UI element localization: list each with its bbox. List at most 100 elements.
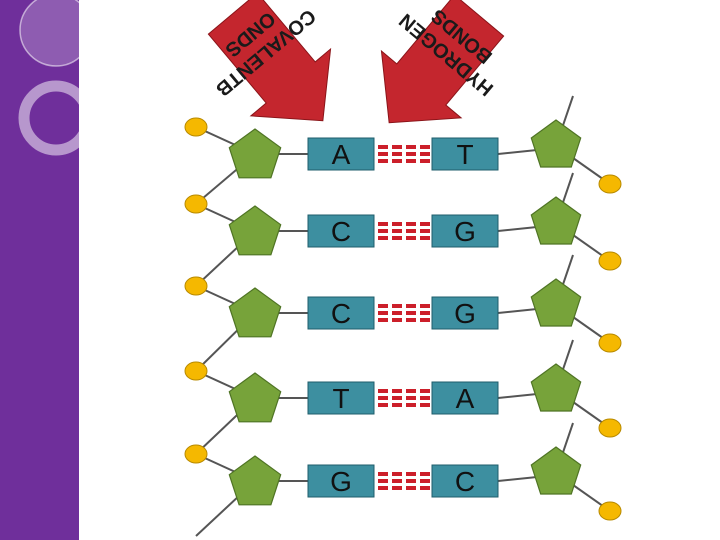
hydrogen-bond-dash bbox=[378, 236, 388, 240]
base-left-box bbox=[307, 381, 375, 415]
hydrogen-bond-dash bbox=[392, 403, 402, 407]
circle-icon bbox=[184, 117, 208, 137]
base-right-box bbox=[431, 296, 499, 330]
hydrogen-bond-dash bbox=[406, 318, 416, 322]
base-left-box bbox=[307, 137, 375, 171]
hydrogen-bond-dash bbox=[406, 389, 416, 393]
hydrogen-bond-dash bbox=[392, 396, 402, 400]
sugar-base-bond bbox=[497, 308, 538, 314]
hydrogen-bond-dash bbox=[392, 389, 402, 393]
base-left-label: A bbox=[332, 139, 351, 170]
base-right-label: C bbox=[455, 466, 475, 497]
hydrogen-bond-dash bbox=[392, 145, 402, 149]
sugar-base-bond bbox=[497, 149, 538, 155]
hydrogen-bond-dash bbox=[378, 152, 388, 156]
hydrogen-bond-dash bbox=[420, 229, 430, 233]
hydrogen-bond-dash bbox=[392, 152, 402, 156]
base-right-label: G bbox=[454, 298, 476, 329]
hydrogen-bond-dash bbox=[406, 479, 416, 483]
pentagon-icon bbox=[530, 119, 582, 168]
hydrogen-bond-dash bbox=[406, 304, 416, 308]
pentagon-icon bbox=[530, 278, 582, 327]
hydrogen-bond-dash bbox=[406, 229, 416, 233]
arrow-down-icon bbox=[207, 0, 332, 122]
pentagon-icon bbox=[530, 446, 582, 495]
pentagon-icon bbox=[530, 363, 582, 412]
hydrogen-bond-dash bbox=[392, 229, 402, 233]
hydrogen-bond-dash bbox=[420, 159, 430, 163]
hydrogen-bond-dash bbox=[378, 318, 388, 322]
base-left-label: C bbox=[331, 216, 351, 247]
hydrogen-bond-dash bbox=[420, 304, 430, 308]
circle-icon bbox=[184, 444, 208, 464]
decor-ring-icon bbox=[18, 80, 79, 156]
hydrogen-bond-dash bbox=[378, 403, 388, 407]
circle-icon bbox=[598, 174, 622, 194]
circle-icon bbox=[184, 361, 208, 381]
base-left-label: G bbox=[330, 466, 352, 497]
hydrogen-bond-dash bbox=[392, 236, 402, 240]
hydrogen-bond-dash bbox=[420, 318, 430, 322]
hydrogen-bond-dash bbox=[378, 472, 388, 476]
pentagon-icon bbox=[228, 128, 282, 179]
decor-circle-icon bbox=[19, 0, 79, 67]
base-left-label: T bbox=[332, 383, 349, 414]
base-left-box bbox=[307, 296, 375, 330]
base-left-label: C bbox=[331, 298, 351, 329]
hydrogen-bond-dash bbox=[378, 311, 388, 315]
circle-icon bbox=[184, 194, 208, 214]
base-left-box bbox=[307, 214, 375, 248]
base-right-label: T bbox=[456, 139, 473, 170]
hydrogen-bond-dash bbox=[378, 159, 388, 163]
hydrogen-bond-dash bbox=[406, 222, 416, 226]
hydrogen-bond-dash bbox=[378, 304, 388, 308]
hydrogen-bond-dash bbox=[406, 236, 416, 240]
hydrogen-bond-dash bbox=[392, 486, 402, 490]
pentagon-icon bbox=[228, 205, 282, 256]
hydrogen-bond-dash bbox=[406, 403, 416, 407]
hydrogen-bond-dash bbox=[392, 222, 402, 226]
hydrogen-bond-dash bbox=[392, 472, 402, 476]
circle-icon bbox=[598, 333, 622, 353]
pentagon-icon bbox=[228, 287, 282, 338]
hydrogen-bond-dash bbox=[420, 145, 430, 149]
hydrogen-bond-dash bbox=[406, 152, 416, 156]
sidebar-panel bbox=[0, 0, 79, 540]
hydrogen-bond-dash bbox=[420, 311, 430, 315]
sugar-base-bond bbox=[497, 393, 538, 399]
hydrogen-bond-dash bbox=[392, 311, 402, 315]
pentagon-icon bbox=[530, 196, 582, 245]
hydrogen-bond-dash bbox=[392, 318, 402, 322]
hydrogen-bond-dash bbox=[392, 304, 402, 308]
hydrogen-bond-dash bbox=[420, 236, 430, 240]
circle-icon bbox=[598, 251, 622, 271]
hydrogen-bond-dash bbox=[378, 229, 388, 233]
hydrogen-bond-dash bbox=[406, 396, 416, 400]
hydrogen-bond-dash bbox=[406, 486, 416, 490]
sidebar-decoration bbox=[18, 0, 79, 156]
base-left-box bbox=[307, 464, 375, 498]
hydrogen-bond-dash bbox=[392, 159, 402, 163]
hydrogen-bond-dash bbox=[406, 472, 416, 476]
sugar-base-bond bbox=[497, 476, 538, 482]
hydrogen-bond-dash bbox=[420, 486, 430, 490]
base-right-label: A bbox=[456, 383, 475, 414]
hydrogen-bond-dash bbox=[378, 479, 388, 483]
hydrogen-bond-dash bbox=[420, 152, 430, 156]
hydrogen-bond-dash bbox=[378, 396, 388, 400]
hydrogen-bond-dash bbox=[378, 486, 388, 490]
base-right-label: G bbox=[454, 216, 476, 247]
hydrogen-bond-dash bbox=[420, 403, 430, 407]
hydrogen-bond-dash bbox=[406, 145, 416, 149]
hydrogen-bond-dash bbox=[378, 145, 388, 149]
sugar-base-bond bbox=[497, 226, 538, 232]
pentagon-icon bbox=[228, 455, 282, 506]
hydrogen-bond-dash bbox=[420, 479, 430, 483]
